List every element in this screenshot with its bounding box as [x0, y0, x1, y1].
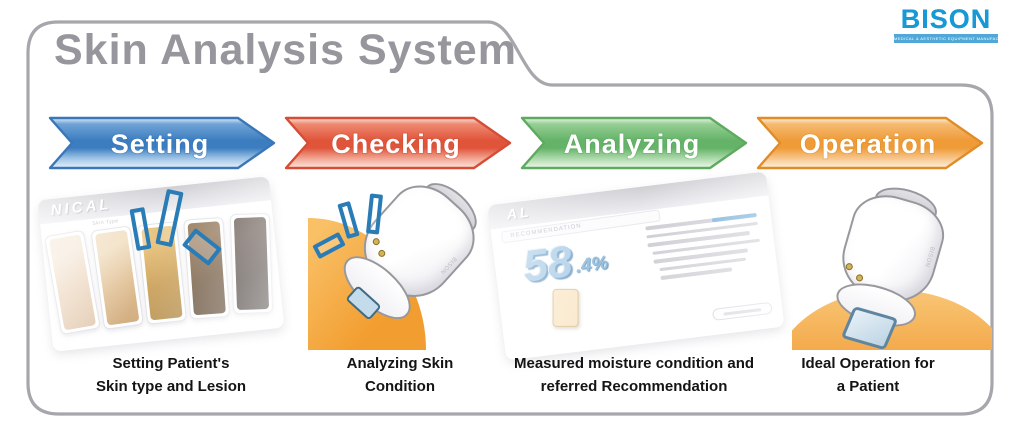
caption-checking: Analyzing Skin Condition [346, 355, 454, 396]
moisture-value-frac: .4% [574, 252, 610, 277]
step-banner-operation: Operation [756, 116, 984, 170]
step-banner-setting: Setting [48, 116, 276, 170]
step-label-analyzing: Analyzing [564, 129, 701, 159]
step-banner-analyzing: Analyzing [520, 116, 748, 170]
face-photo [48, 234, 97, 331]
step-label-operation: Operation [800, 129, 937, 159]
caption-analyzing: Measured moisture condition and referred… [513, 355, 755, 396]
illustration-setting: NICAL Skin Type [37, 176, 285, 352]
action-pill-button [711, 301, 773, 321]
bison-logo: BISON MEDICAL & AESTHETIC EQUIPMENT MANU… [894, 6, 998, 43]
logo-tagline: MEDICAL & AESTHETIC EQUIPMENT MANUFACTUR… [894, 34, 998, 43]
step-label-setting: Setting [111, 129, 210, 159]
face-photo [94, 229, 140, 326]
logo-wordmark: BISON [900, 4, 992, 34]
skin-tone-swatch [552, 288, 579, 327]
step-banner-checking: Checking [284, 116, 512, 170]
moisture-value-int: 58 [520, 236, 575, 292]
caption-setting: Setting Patient's Skin type and Lesion [95, 355, 247, 396]
page-title: Skin Analysis System [54, 26, 517, 74]
illustration-operation: BISON [792, 185, 992, 350]
result-screen: AL RECOMMENDATION 58 .4% [487, 171, 785, 361]
illustration-analyzing: AL RECOMMENDATION 58 .4% [487, 171, 785, 361]
recommendation-text-lines [645, 212, 763, 286]
illustration-checking: BISON [308, 171, 489, 350]
face-photo [233, 217, 270, 311]
step-banner-row: Setting Checking Analyzing Operation [46, 114, 990, 172]
skin-type-card [229, 212, 274, 315]
caption-operation: Ideal Operation for a Patient [801, 355, 935, 396]
skin-type-screen: NICAL Skin Type [37, 176, 285, 352]
step-label-checking: Checking [331, 129, 461, 159]
